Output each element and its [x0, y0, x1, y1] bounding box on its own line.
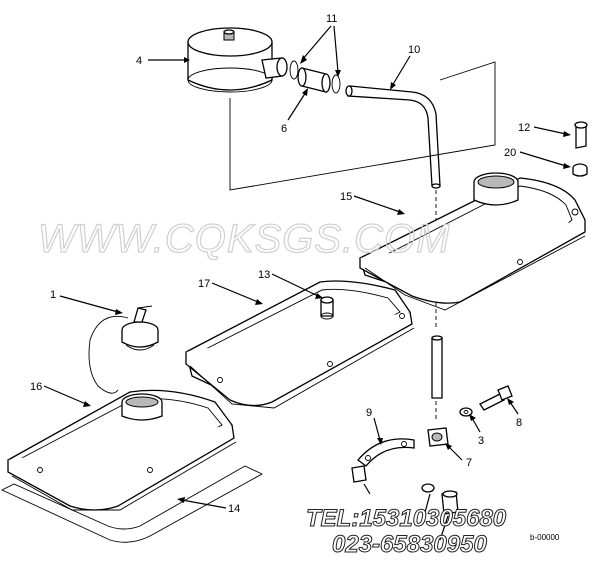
callout-12: 12 [518, 122, 530, 134]
breather-tube [345, 85, 441, 189]
gasket-14 [0, 465, 263, 543]
callout-6: 6 [281, 123, 287, 135]
callout-3: 3 [478, 435, 484, 447]
clip-7 [427, 427, 449, 447]
plug-13 [320, 296, 334, 320]
phone-number-line-2: 023-65830950 [332, 531, 487, 558]
rocker-cover-17 [185, 280, 415, 409]
breather-canister [187, 27, 288, 93]
rocker-cover-15 [359, 172, 586, 311]
callout-4: 4 [136, 55, 142, 67]
callout-14: 14 [228, 503, 240, 515]
bolt-8 [479, 385, 513, 411]
leader-lines [43, 25, 571, 541]
hose-coupling [297, 67, 331, 93]
phone-number-line-1: TEL:15310305680 [306, 505, 507, 532]
reference-code: b-00000 [530, 533, 560, 542]
callout-11: 11 [326, 13, 337, 25]
washer-20 [572, 163, 588, 177]
tube-lower [431, 335, 443, 399]
callout-9: 9 [366, 407, 372, 419]
callout-7: 7 [466, 457, 472, 469]
rocker-cover-16 [7, 389, 237, 511]
callout-15: 15 [340, 191, 352, 203]
lower-fasteners [351, 465, 459, 515]
filler-cap-1 [88, 305, 159, 394]
callout-17: 17 [198, 278, 210, 290]
o-rings [289, 60, 341, 94]
callout-16: 16 [30, 381, 42, 393]
plug-12 [574, 121, 588, 149]
callout-1: 1 [50, 289, 56, 301]
callout-8: 8 [516, 417, 522, 429]
callout-13: 13 [258, 269, 270, 281]
callout-10: 10 [408, 44, 420, 56]
callout-20: 20 [504, 147, 516, 159]
clamp-9 [357, 438, 415, 467]
watermark-text: WWW.CQKSGS.COM [38, 217, 450, 261]
